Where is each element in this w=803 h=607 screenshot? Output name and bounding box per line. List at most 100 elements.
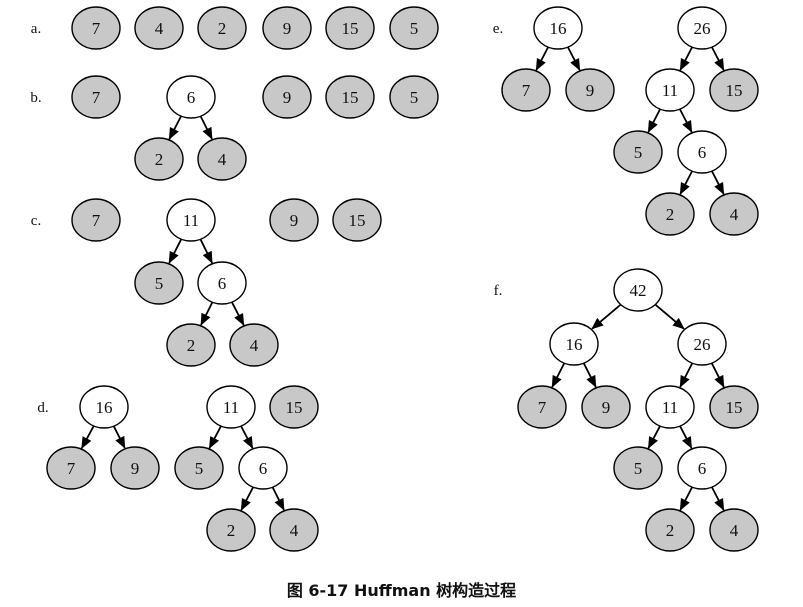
- node-value: 4: [290, 521, 299, 540]
- node-value: 11: [183, 211, 199, 230]
- leaf-node-9: 9: [269, 198, 319, 242]
- node-ellipse: [613, 446, 663, 490]
- node-ellipse: [262, 6, 312, 50]
- leaf-node-4: 4: [709, 192, 759, 236]
- node-ellipse: [262, 75, 312, 119]
- node-ellipse: [325, 6, 375, 50]
- leaf-node-5: 5: [389, 75, 439, 119]
- node-value: 26: [694, 335, 711, 354]
- node-ellipse: [613, 130, 663, 174]
- node-value: 2: [155, 150, 164, 169]
- node-value: 6: [187, 88, 196, 107]
- node-ellipse: [613, 268, 663, 312]
- node-value: 26: [694, 19, 711, 38]
- node-value: 9: [283, 88, 292, 107]
- tree-edge: [200, 301, 214, 326]
- leaf-node-2: 2: [645, 192, 695, 236]
- node-ellipse: [565, 68, 615, 112]
- leaf-node-5: 5: [134, 261, 184, 305]
- internal-node-6: 6: [238, 446, 288, 490]
- tree-edge: [711, 486, 725, 511]
- leaf-node-15: 15: [269, 385, 319, 429]
- internal-node-6: 6: [166, 75, 216, 119]
- tree-edge: [567, 46, 581, 71]
- node-value: 11: [662, 398, 678, 417]
- node-ellipse: [389, 6, 439, 50]
- node-ellipse: [166, 75, 216, 119]
- internal-node-42: 42: [613, 268, 663, 312]
- leaf-node-7: 7: [71, 6, 121, 50]
- node-ellipse: [645, 385, 695, 429]
- node-value: 6: [218, 274, 227, 293]
- tree-edge: [112, 425, 126, 449]
- internal-node-6: 6: [677, 130, 727, 174]
- node-value: 6: [698, 459, 707, 478]
- leaf-node-4: 4: [269, 508, 319, 552]
- node-ellipse: [166, 323, 216, 367]
- node-value: 6: [698, 143, 707, 162]
- leaf-node-5: 5: [613, 130, 663, 174]
- node-ellipse: [134, 261, 184, 305]
- node-value: 16: [96, 398, 113, 417]
- node-value: 16: [550, 19, 567, 38]
- node-value: 15: [726, 398, 743, 417]
- node-ellipse: [229, 323, 279, 367]
- tree-edge: [711, 46, 725, 71]
- node-ellipse: [645, 68, 695, 112]
- leaf-node-9: 9: [581, 385, 631, 429]
- tree-edge: [679, 108, 693, 133]
- node-ellipse: [332, 198, 382, 242]
- node-ellipse: [677, 446, 727, 490]
- tree-edge: [679, 170, 693, 195]
- node-ellipse: [677, 322, 727, 366]
- node-value: 9: [586, 81, 595, 100]
- panel-label: c.: [31, 213, 41, 229]
- node-ellipse: [269, 385, 319, 429]
- leaf-node-7: 7: [517, 385, 567, 429]
- node-value: 9: [602, 398, 611, 417]
- tree-edge: [240, 486, 254, 511]
- node-value: 4: [218, 150, 227, 169]
- node-ellipse: [269, 198, 319, 242]
- node-value: 11: [223, 398, 239, 417]
- node-ellipse: [46, 446, 96, 490]
- node-value: 9: [131, 459, 140, 478]
- leaf-node-9: 9: [262, 6, 312, 50]
- leaf-node-9: 9: [262, 75, 312, 119]
- leaf-node-15: 15: [709, 385, 759, 429]
- node-value: 5: [410, 88, 419, 107]
- leaf-node-7: 7: [71, 198, 121, 242]
- node-value: 6: [259, 459, 268, 478]
- leaf-node-4: 4: [229, 323, 279, 367]
- tree-edge: [168, 115, 182, 140]
- node-value: 7: [538, 398, 547, 417]
- tree-edge: [271, 486, 285, 511]
- node-ellipse: [110, 446, 160, 490]
- node-value: 2: [666, 521, 675, 540]
- tree-edge: [591, 303, 622, 330]
- panel-label: a.: [31, 21, 41, 37]
- internal-node-11: 11: [645, 68, 695, 112]
- node-value: 5: [634, 143, 643, 162]
- internal-node-11: 11: [206, 385, 256, 429]
- internal-node-26: 26: [677, 322, 727, 366]
- node-ellipse: [325, 75, 375, 119]
- tree-edge: [168, 238, 183, 264]
- node-value: 7: [67, 459, 76, 478]
- internal-node-16: 16: [79, 385, 129, 429]
- node-ellipse: [517, 385, 567, 429]
- leaf-node-9: 9: [110, 446, 160, 490]
- leaf-node-4: 4: [197, 137, 247, 181]
- node-ellipse: [709, 192, 759, 236]
- node-value: 11: [662, 81, 678, 100]
- node-ellipse: [166, 198, 216, 242]
- leaf-node-15: 15: [332, 198, 382, 242]
- leaf-node-15: 15: [709, 68, 759, 112]
- leaf-node-2: 2: [197, 6, 247, 50]
- node-ellipse: [709, 385, 759, 429]
- node-ellipse: [197, 261, 247, 305]
- node-ellipse: [134, 137, 184, 181]
